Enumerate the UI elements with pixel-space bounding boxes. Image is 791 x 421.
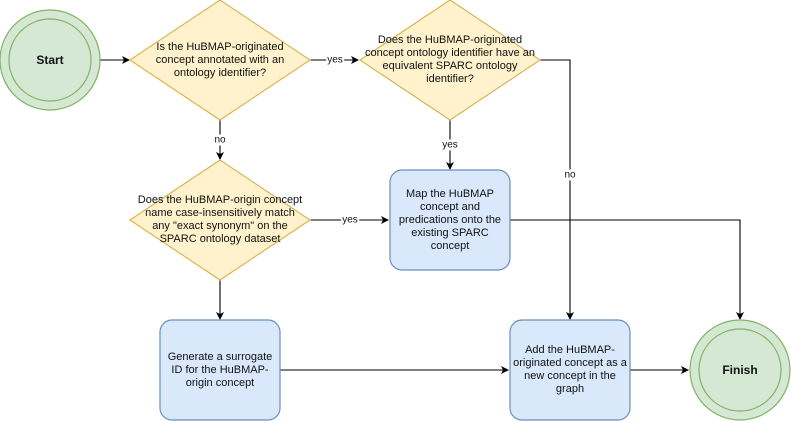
edge-label-equivalent-yes: yes — [441, 139, 459, 151]
decision-annotated-label: Is the HuBMAP-originated concept annotat… — [155, 40, 285, 79]
finish-label: Finish — [722, 362, 758, 377]
edge-label-synonym-yes: yes — [341, 214, 359, 226]
decision-equivalent-label: Does the HuBMAP-originated concept ontol… — [364, 34, 535, 85]
decision-annotated-shape — [128, 0, 312, 121]
decision-equivalent-shape — [358, 0, 542, 121]
process-surrogate-shape — [159, 319, 281, 421]
process-add-shape — [509, 319, 631, 421]
start-node-shape — [0, 9, 101, 111]
edge-equivalent-no — [540, 59, 574, 320]
edge-label-annotated-no: no — [213, 134, 227, 146]
edge-label-equivalent-no: no — [563, 169, 577, 181]
start-label: Start — [36, 52, 64, 67]
process-surrogate-label: Generate a surrogate ID for the HuBMAP-o… — [167, 350, 273, 389]
decision-synonym-label: Does the HuBMAP-origin concept name case… — [137, 194, 303, 245]
edge-label-annotated-yes: yes — [326, 54, 344, 66]
process-map-shape — [389, 169, 511, 271]
edge-map-to-finish — [510, 219, 744, 320]
process-add-label: Add the HuBMAP-originated concept as a n… — [513, 344, 627, 395]
decision-synonym-shape — [128, 159, 312, 281]
finish-node-shape — [689, 319, 791, 421]
process-map-label: Map the HuBMAP concept and predications … — [398, 187, 502, 252]
